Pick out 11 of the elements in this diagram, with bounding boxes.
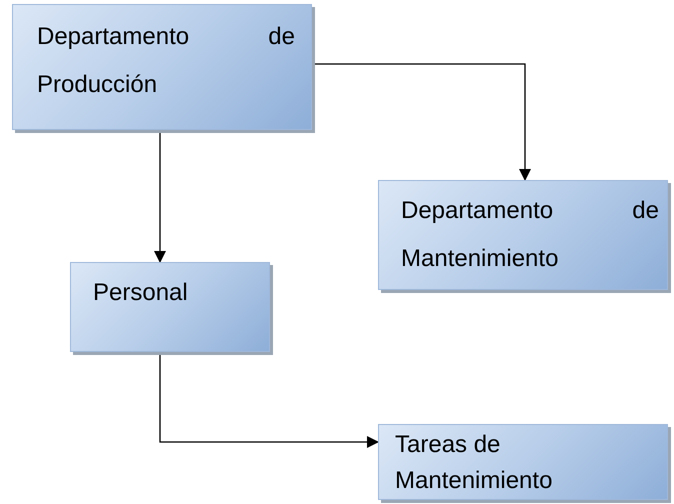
arrow — [159, 352, 379, 448]
box-label: Departamento de Mantenimiento — [401, 196, 659, 274]
box-label: Departamento de Producción — [37, 22, 295, 100]
arrow — [312, 63, 531, 181]
box-label: Tareas de Mantenimiento — [395, 430, 554, 496]
box-label: Personal — [93, 278, 189, 308]
process-box — [378, 424, 668, 500]
process-box — [378, 180, 668, 290]
arrow — [154, 130, 166, 263]
process-box — [12, 4, 312, 130]
process-box — [70, 262, 270, 352]
